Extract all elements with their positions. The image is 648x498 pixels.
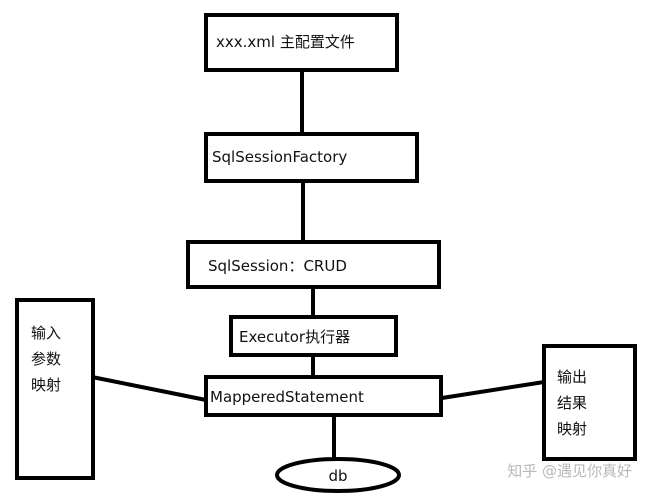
- node-output-line-3: 映射: [557, 420, 587, 438]
- node-input-line-2: 参数: [31, 350, 61, 368]
- node-db: db: [275, 457, 401, 493]
- node-input-line-3: 映射: [31, 376, 61, 394]
- node-sqlsession: SqlSession：CRUD: [186, 240, 441, 289]
- node-config: xxx.xml 主配置文件: [204, 13, 399, 72]
- connector-input-mapped: [91, 375, 207, 402]
- node-mapped-statement-label: MapperedStatement: [210, 388, 364, 406]
- node-input-line-1: 输入: [31, 324, 61, 342]
- node-output-line-2: 结果: [557, 394, 587, 412]
- node-db-label: db: [328, 467, 347, 485]
- node-output-mapping: 输出 结果 映射: [542, 344, 637, 461]
- node-output-line-1: 输出: [557, 368, 587, 386]
- node-sqlsession-label: SqlSession：CRUD: [208, 257, 347, 275]
- node-config-label: xxx.xml 主配置文件: [216, 33, 355, 51]
- node-input-mapping: 输入 参数 映射: [15, 298, 95, 480]
- node-mapped-statement: MapperedStatement: [204, 375, 443, 417]
- node-executor: Executor执行器: [229, 315, 398, 357]
- watermark: 知乎 @遇见你真好: [507, 462, 632, 480]
- node-sqlsession-factory: SqlSessionFactory: [204, 132, 419, 183]
- node-sqlsession-factory-label: SqlSessionFactory: [212, 148, 347, 166]
- node-executor-label: Executor执行器: [239, 328, 350, 346]
- connector-mapped-output: [441, 380, 545, 400]
